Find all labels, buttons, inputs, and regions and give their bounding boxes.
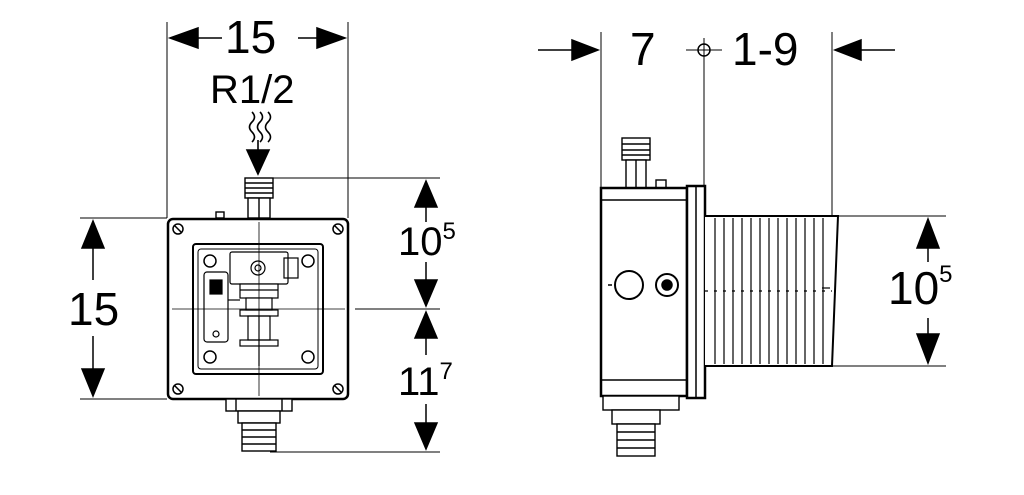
water-inlet-symbol [245,111,272,176]
height-dimension-arrows [80,219,106,398]
side-adjust-range-label: 1-9 [732,23,799,75]
inlet-fitting [215,177,274,219]
side-inlet-fitting [621,137,667,189]
front-view [80,22,440,453]
front-lower-dimension-main: 11 [398,360,440,404]
front-height-label: 15 [68,283,120,335]
width-dimension-arrows [167,26,348,50]
side-height-arrows [915,216,941,366]
front-upper-dimension-sup: 5 [442,218,456,245]
thread-size-label: R1/2 [210,68,295,112]
side-view [538,32,946,457]
side-height-dimension-sup: 5 [939,261,953,288]
outlet-fitting [225,398,293,452]
front-width-label: 15 [225,11,277,63]
front-upper-dimension: 105 [398,220,456,264]
front-lower-dimension: 117 [398,360,453,404]
side-depth-label: 7 [630,23,656,75]
side-height-dimension: 105 [888,262,953,314]
side-housing [599,186,689,398]
depth-dimension-arrows [538,38,895,62]
side-outlet-fitting [602,395,680,457]
front-upper-dimension-main: 10 [398,220,443,264]
sleeve-bellows [705,215,840,367]
front-lower-dimension-sup: 7 [439,358,453,385]
side-height-dimension-main: 10 [888,262,940,314]
right-dimension-arrows [413,179,439,451]
